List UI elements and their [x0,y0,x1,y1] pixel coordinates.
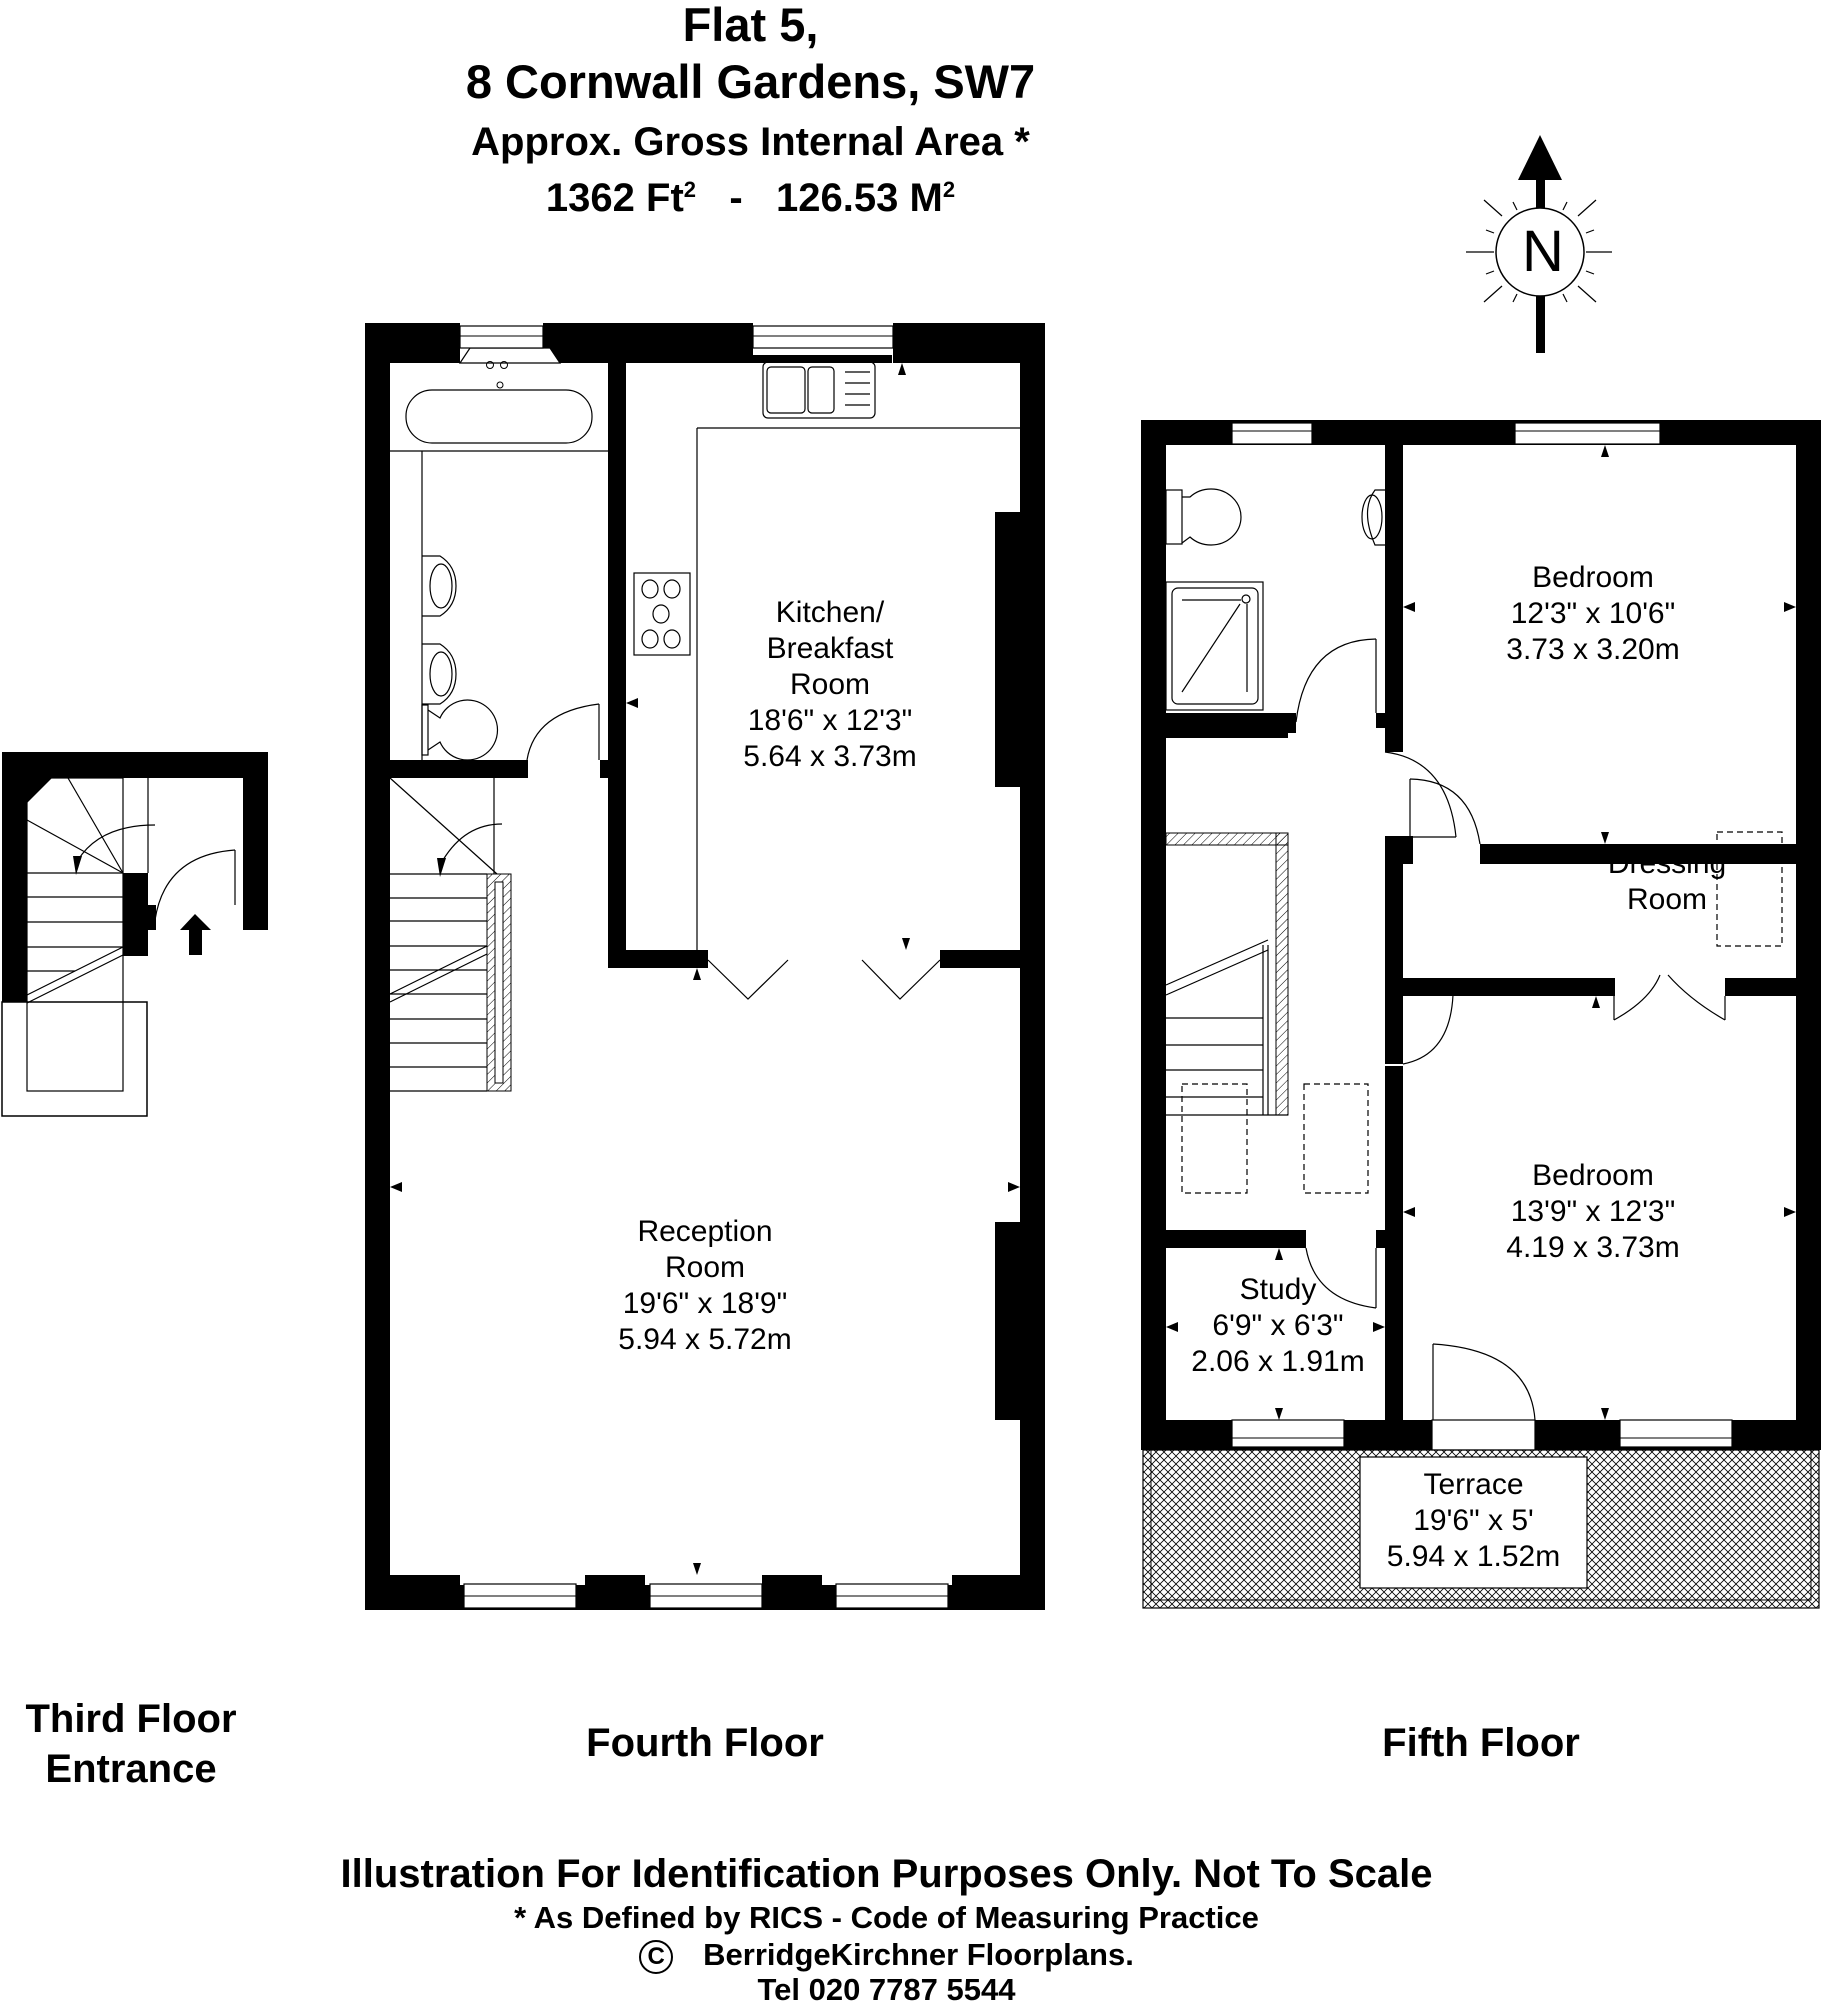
terrace-metric: 5.94 x 1.52m [1386,1540,1561,1573]
room-reception: Reception Room 19'6" x 18'9" 5.94 x 5.72… [565,1214,845,1358]
reception-imperial: 19'6" x 18'9" [622,1287,788,1320]
room-dressing: Dressing Room [1527,846,1807,918]
kitchen-name-2: Breakfast [766,632,894,665]
study-imperial: 6'9" x 6'3" [1212,1309,1344,1342]
dressing-name-1: Dressing [1607,847,1727,880]
sup-m: 2 [942,177,956,202]
property-title: Flat 5, [682,0,819,51]
kitchen-name-3: Room [789,668,871,701]
fifth-floor-plan [1141,420,1821,1609]
room-bedroom-1: Bedroom 12'3" x 10'6" 3.73 x 3.20m [1453,560,1733,668]
kitchen-metric: 5.64 x 3.73m [743,740,917,773]
bedroom2-metric: 4.19 x 3.73m [1506,1231,1680,1264]
area-m: 126.53 M [776,176,943,220]
floor-label-third: Third Floor Entrance [0,1694,262,1794]
floor-label-fifth: Fifth Floor [1382,1721,1580,1765]
third-floor-line-2: Entrance [45,1747,217,1791]
room-study: Study 6'9" x 6'3" 2.06 x 1.91m [1166,1272,1390,1380]
room-terrace: Terrace 19'6" x 5' 5.94 x 1.52m [1360,1467,1587,1575]
sup-ft: 2 [683,177,697,202]
rics-note: * As Defined by RICS - Code of Measuring… [514,1900,1259,1935]
disclaimer: Illustration For Identification Purposes… [340,1852,1433,1896]
bedroom1-metric: 3.73 x 3.20m [1506,633,1680,666]
third-floor-entrance-plan [1,752,268,1117]
fourth-floor-plan [365,323,1045,1610]
bedroom1-name: Bedroom [1532,561,1654,594]
telephone: Tel 020 7787 5544 [757,1972,1016,2007]
kitchen-imperial: 18'6" x 12'3" [747,704,913,737]
kitchen-name-1: Kitchen/ [775,596,885,629]
room-bedroom-2: Bedroom 13'9" x 12'3" 4.19 x 3.73m [1453,1158,1733,1266]
company-name: BerridgeKirchner Floorplans. [703,1937,1134,1972]
bedroom1-imperial: 12'3" x 10'6" [1510,597,1676,630]
copyright-line: C BerridgeKirchner Floorplans. [0,1937,1797,1974]
area-heading: Approx. Gross Internal Area * [471,120,1030,164]
copyright-icon: C [639,1939,674,1974]
reception-name-1: Reception [637,1215,773,1248]
study-name: Study [1239,1273,1317,1306]
reception-metric: 5.94 x 5.72m [618,1323,792,1356]
bedroom2-imperial: 13'9" x 12'3" [1510,1195,1676,1228]
floor-label-fourth: Fourth Floor [586,1721,824,1765]
reception-name-2: Room [664,1251,746,1284]
entrance-arrow-icon [180,914,211,955]
property-address: 8 Cornwall Gardens, SW7 [465,55,1036,108]
study-metric: 2.06 x 1.91m [1191,1345,1365,1378]
compass-label: N [1522,219,1564,284]
dressing-name-2: Room [1626,883,1708,916]
area-ft: 1362 Ft [545,176,684,220]
area-separator: - [729,176,743,220]
room-kitchen: Kitchen/ Breakfast Room 18'6" x 12'3" 5.… [690,595,970,775]
area-values: 1362 Ft2 - 126.53 M2 [0,166,1661,222]
terrace-name: Terrace [1423,1468,1524,1501]
terrace-imperial: 19'6" x 5' [1413,1504,1534,1537]
bedroom2-name: Bedroom [1532,1159,1654,1192]
third-floor-line-1: Third Floor [25,1697,237,1741]
north-arrow-icon [1466,135,1612,353]
